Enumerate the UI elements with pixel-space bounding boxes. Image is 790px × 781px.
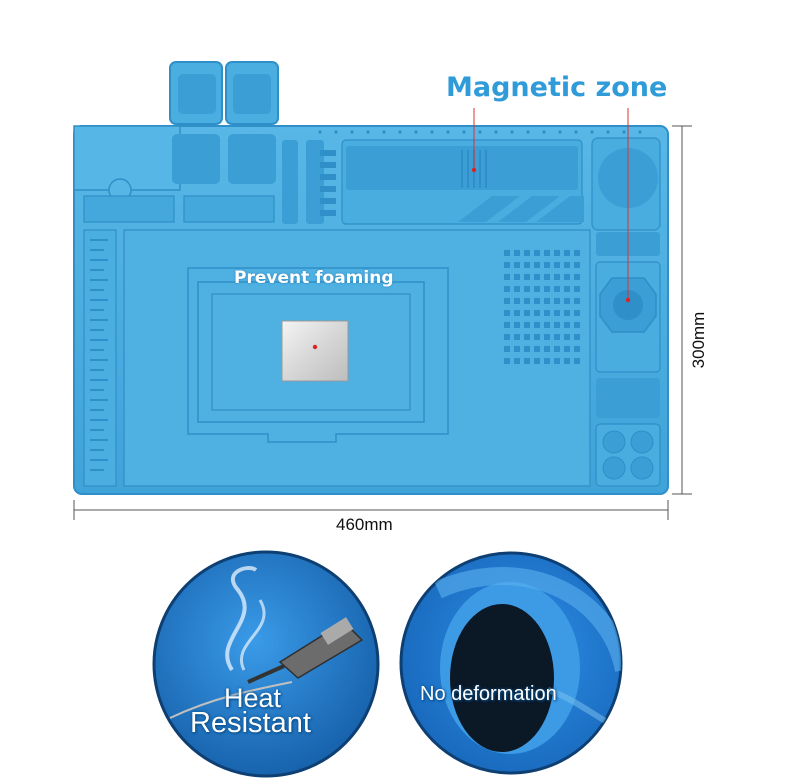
silver-foil-square xyxy=(281,320,349,382)
no-deformation-bubble xyxy=(398,550,624,776)
resistant-label: Resistant xyxy=(190,707,311,739)
heat-resistant-image xyxy=(152,550,380,778)
mat-drawing xyxy=(73,61,692,520)
heat-label: Heat xyxy=(224,683,282,713)
work-area xyxy=(123,229,591,487)
height-dimension-label: 300mm xyxy=(689,311,708,369)
no-deformation-image xyxy=(399,551,623,775)
no-deformation-label: No deformation xyxy=(420,683,557,705)
mat-illustration xyxy=(73,61,692,520)
magnetic-zone-label: Magnetic zone xyxy=(446,72,668,103)
width-dimension-label: 460mm xyxy=(336,515,393,534)
prevent-foaming-label: Prevent foaming xyxy=(234,268,394,288)
heat-resistant-bubble xyxy=(152,550,380,778)
